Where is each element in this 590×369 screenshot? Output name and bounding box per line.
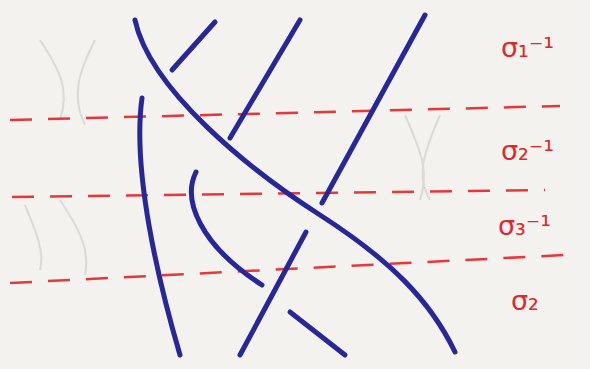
crossing-label: σ₁⁻¹ <box>498 32 557 64</box>
braid-strand <box>172 22 215 70</box>
braid-strand <box>230 20 300 138</box>
braid-strand <box>322 15 425 203</box>
ghost-line <box>405 115 424 200</box>
crossing-label-holder: σ₂⁻¹ <box>498 135 557 167</box>
ghost-line <box>60 200 86 275</box>
crossing-label: σ₃⁻¹ <box>495 210 554 242</box>
braid-strands <box>135 15 455 355</box>
crossing-label: σ₂ <box>508 285 542 317</box>
braid-strand <box>290 312 345 355</box>
faint-ghost-strands <box>25 40 440 275</box>
braid-strand <box>140 98 180 355</box>
crossing-label-holder: σ₁⁻¹ <box>498 32 557 64</box>
crossing-label-holder: σ₃⁻¹ <box>495 210 554 242</box>
ghost-line <box>40 40 64 120</box>
crossing-label-holder: σ₂ <box>508 285 542 317</box>
braid-strand <box>240 232 306 355</box>
dashed-divider <box>12 190 545 197</box>
braid-strand <box>192 172 262 285</box>
braid-strand <box>135 20 455 352</box>
ghost-line <box>25 205 41 270</box>
crossing-label: σ₂⁻¹ <box>498 135 557 167</box>
dashed-divider <box>10 106 560 120</box>
ghost-line <box>423 115 440 200</box>
ghost-line <box>78 40 95 125</box>
